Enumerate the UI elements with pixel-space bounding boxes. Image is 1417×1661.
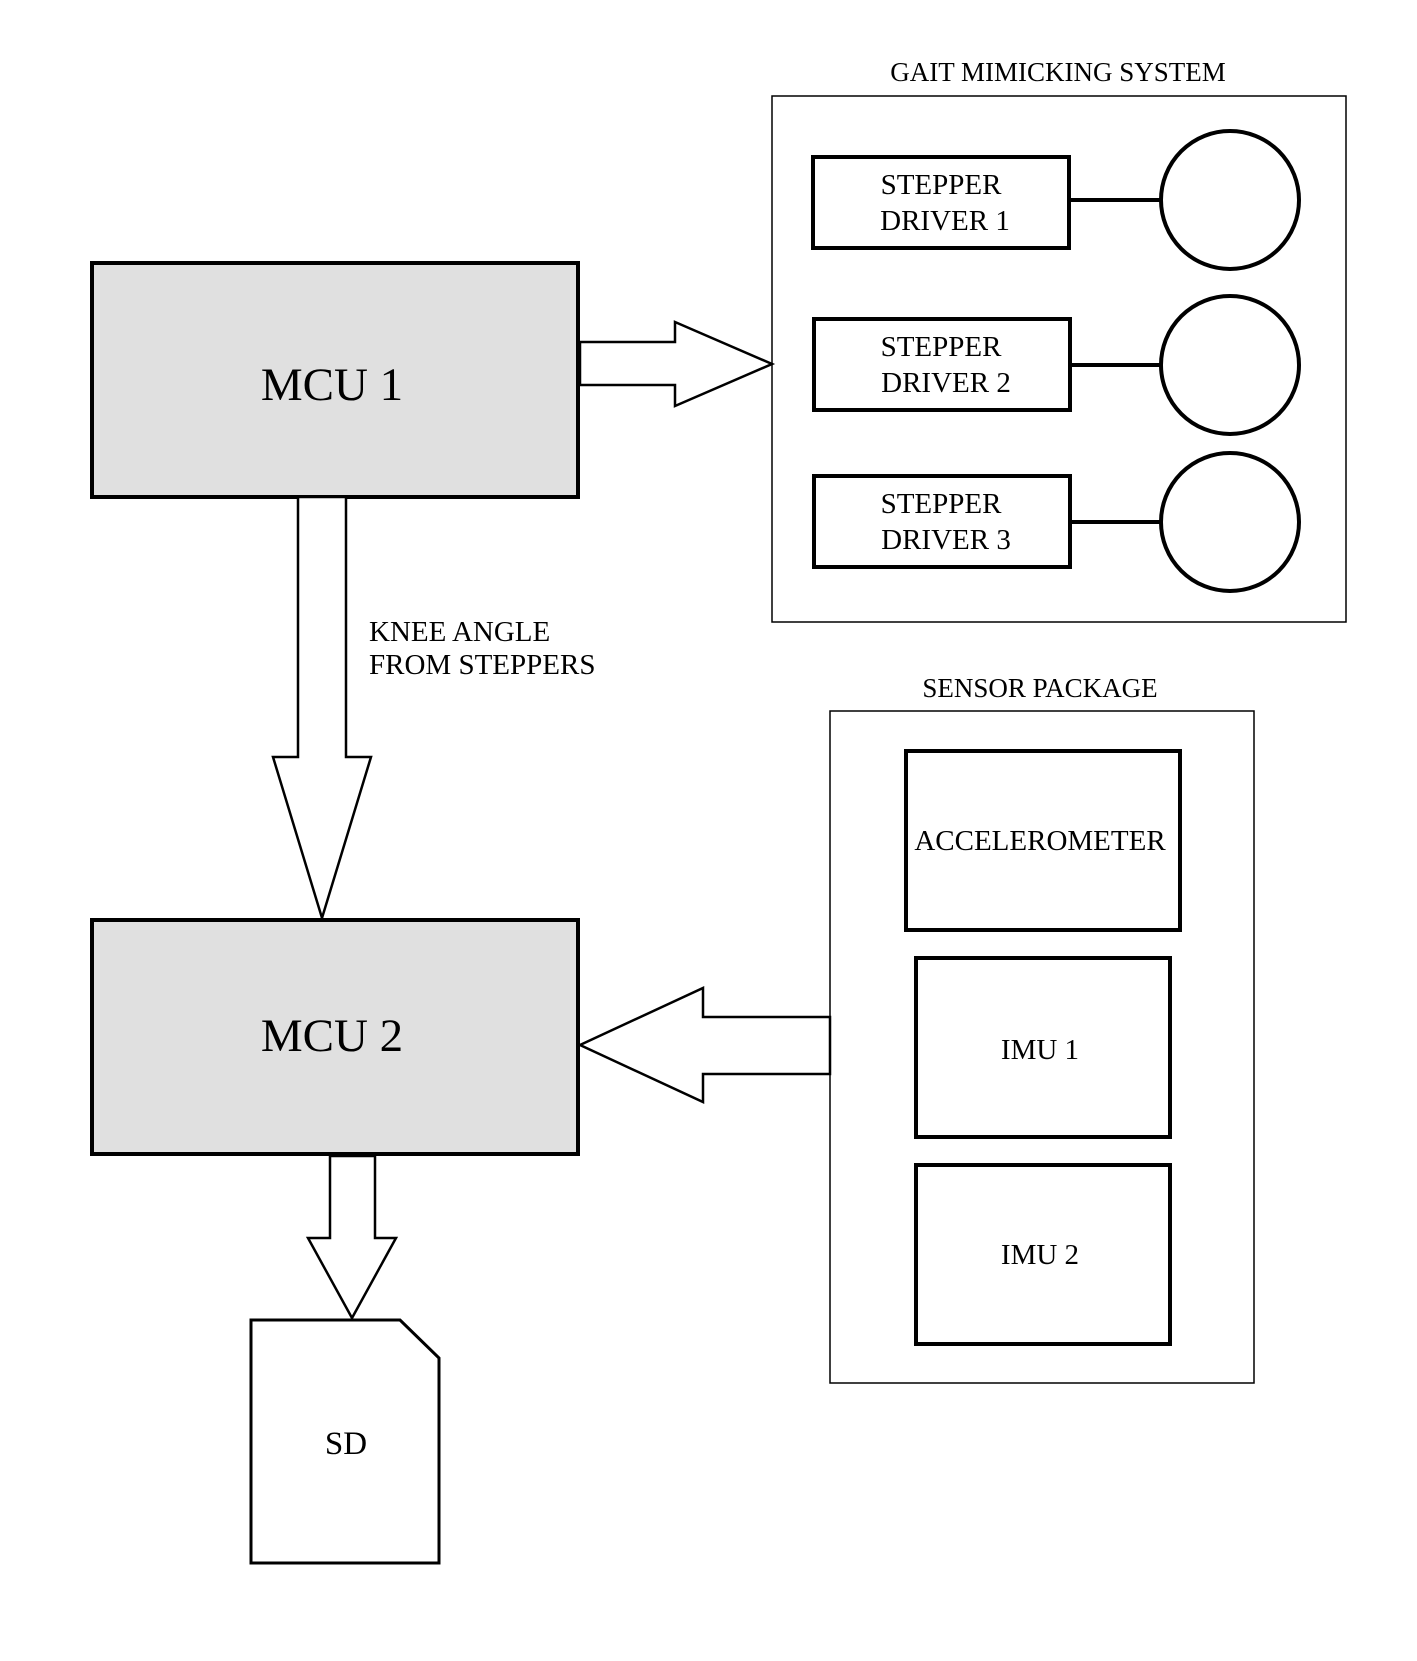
sd-card-outline: [249, 1318, 441, 1565]
stepper-motor-1: [1159, 129, 1301, 271]
sd-label: SD: [325, 1426, 367, 1462]
stepper-motor-3: [1159, 451, 1301, 593]
sensor-package-title: SENSOR PACKAGE: [922, 673, 1157, 703]
stepper-driver-2-label-line2: DRIVER 2: [881, 367, 1011, 399]
imu-2-label: IMU 2: [1001, 1239, 1079, 1271]
stepper-driver-1-box: [811, 155, 1071, 250]
knee-angle-label-line1: KNEE ANGLE: [369, 616, 550, 648]
stepper-driver-1-label-line2: DRIVER 1: [880, 205, 1010, 237]
knee-angle-label-line2: FROM STEPPERS: [369, 649, 595, 681]
sensor-to-mcu2-arrow: [577, 986, 832, 1104]
mcu-1-box: [90, 261, 580, 499]
mcu1-to-gait-arrow: [578, 320, 776, 408]
mcu-1-label: MCU 1: [261, 359, 403, 411]
accelerometer-box: [904, 749, 1182, 932]
stepper-driver-3: STEPPER DRIVER 3: [812, 451, 1301, 593]
gait-system-frame: [771, 95, 1347, 623]
mcu2-to-sd-arrow: [305, 1154, 399, 1321]
imu-1-box: [914, 956, 1172, 1139]
mcu-1: MCU 1: [90, 261, 580, 499]
stepper-driver-3-box: [812, 474, 1072, 569]
mcu-2-box: [90, 918, 580, 1156]
stepper-driver-1: STEPPER DRIVER 1: [811, 129, 1301, 271]
imu-1-label: IMU 1: [1001, 1034, 1079, 1066]
imu-2-box: [914, 1163, 1172, 1346]
accelerometer-label: ACCELEROMETER: [914, 825, 1166, 857]
stepper-driver-2-label-line1: STEPPER: [881, 331, 1003, 363]
gait-mimicking-system: GAIT MIMICKING SYSTEM STEPPER DRIVER 1 S…: [771, 57, 1347, 623]
stepper-driver-3-label-line2: DRIVER 3: [881, 524, 1011, 556]
sensor-package: SENSOR PACKAGE ACCELEROMETER IMU 1 IMU 2: [829, 673, 1255, 1384]
mcu-2-label: MCU 2: [261, 1010, 403, 1062]
stepper-driver-3-label-line1: STEPPER: [881, 488, 1003, 520]
knee-angle-arrow: [271, 495, 373, 923]
stepper-driver-2: STEPPER DRIVER 2: [812, 294, 1301, 436]
gait-system-title: GAIT MIMICKING SYSTEM: [890, 57, 1226, 87]
stepper-motor-2: [1159, 294, 1301, 436]
stepper-driver-1-label-line1: STEPPER: [881, 169, 1003, 201]
sd-card: SD: [249, 1318, 441, 1565]
sensor-package-frame: [829, 710, 1255, 1384]
mcu-2: MCU 2: [90, 918, 580, 1156]
